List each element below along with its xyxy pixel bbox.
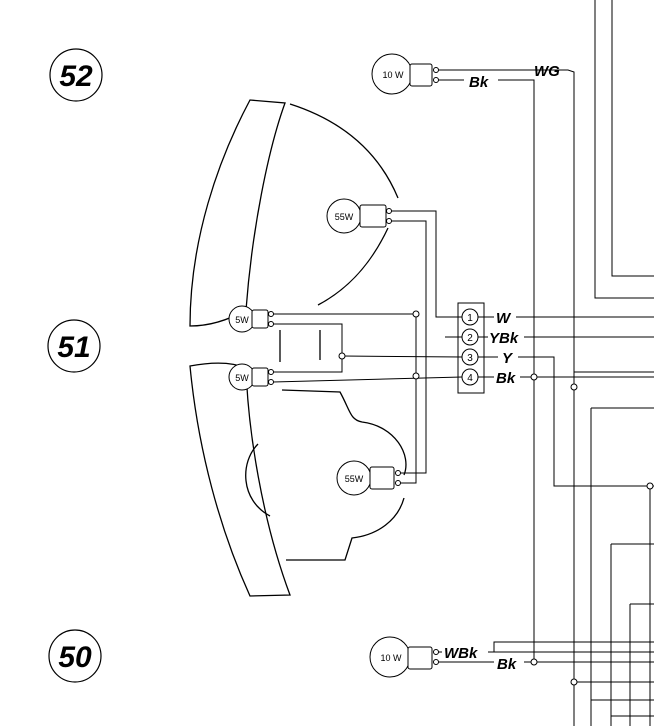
- connector-pin-3: 3: [467, 353, 473, 364]
- ref-52-label: 52: [59, 60, 93, 93]
- bottom-tail-bulb-label: 10 W: [380, 653, 402, 663]
- wire-label-bottom-wbk: WBk: [444, 645, 478, 662]
- pos-lower-bulb-icon: [228, 363, 274, 391]
- headlight-housing: [189, 99, 407, 597]
- pos-upper-bulb-icon: [228, 305, 274, 333]
- wiring: [272, 0, 654, 726]
- top-tail-bulb-icon: [371, 53, 439, 95]
- head-high-bulb-icon: [326, 198, 392, 234]
- connector-block: [457, 302, 485, 394]
- connector-pin-2: 2: [467, 333, 473, 344]
- top-tail-bulb-label: 10 W: [382, 70, 404, 80]
- ref-51-label: 51: [57, 331, 90, 364]
- wire-label-conn-3: Y: [502, 350, 514, 367]
- wire-label-conn-4: Bk: [496, 370, 516, 387]
- head-high-bulb-label: 55W: [335, 212, 354, 222]
- head-low-bulb-icon: [336, 460, 401, 496]
- ref-51: 51: [47, 319, 101, 373]
- bottom-tail-bulb-icon: [369, 636, 439, 678]
- ref-52: 52: [49, 48, 103, 102]
- pos-upper-bulb-label: 5W: [235, 315, 249, 325]
- junction-dots: [338, 310, 654, 686]
- wire-label-top-bk: Bk: [469, 74, 489, 91]
- ref-50: 50: [48, 629, 102, 683]
- wire-label-top-wg: WG: [534, 63, 560, 80]
- wire-label-conn-1: W: [496, 310, 512, 327]
- wire-label-bottom-bk: Bk: [497, 656, 517, 673]
- connector-pin-1: 1: [467, 313, 473, 324]
- pos-lower-bulb-label: 5W: [235, 373, 249, 383]
- wire-label-conn-2: YBk: [489, 330, 519, 347]
- connector-pin-4: 4: [467, 373, 473, 384]
- head-low-bulb-label: 55W: [345, 474, 364, 484]
- ref-50-label: 50: [58, 641, 92, 674]
